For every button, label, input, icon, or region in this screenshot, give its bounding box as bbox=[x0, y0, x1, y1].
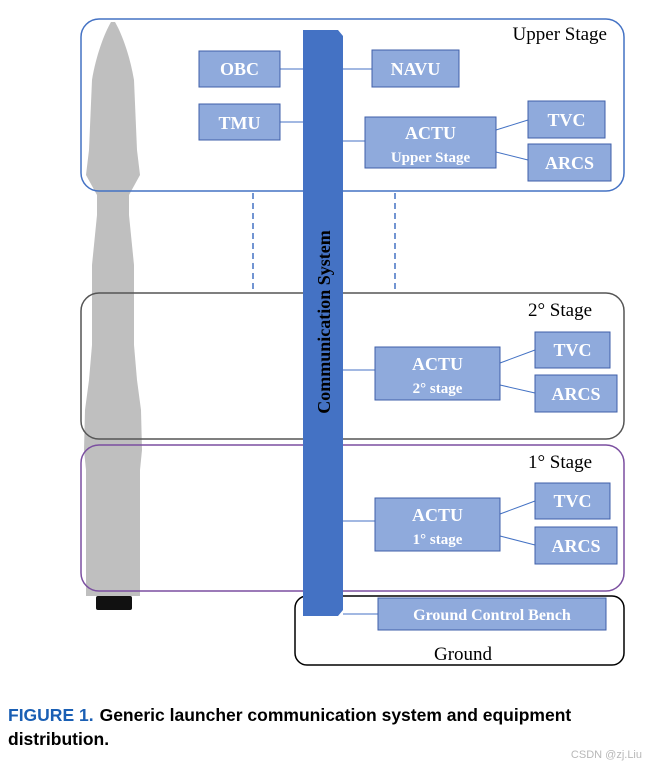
actu-second-stage-box: ACTU 2° stage bbox=[374, 346, 501, 401]
arcs-first-box: ARCS bbox=[534, 526, 618, 565]
arcs-upper-box: ARCS bbox=[527, 143, 612, 182]
svg-text:TMU: TMU bbox=[219, 113, 261, 133]
watermark: CSDN @zj.Liu bbox=[570, 749, 642, 761]
upper-stage-title: Upper Stage bbox=[513, 24, 607, 45]
svg-text:ACTU: ACTU bbox=[412, 354, 463, 374]
first-stage-title: 1° Stage bbox=[528, 452, 592, 473]
communication-system-label: Communication System bbox=[314, 230, 334, 414]
svg-text:ARCS: ARCS bbox=[551, 536, 600, 556]
ground-control-bench-box: Ground Control Bench bbox=[377, 597, 607, 631]
svg-text:Ground Control Bench: Ground Control Bench bbox=[413, 607, 571, 624]
svg-text:OBC: OBC bbox=[220, 59, 259, 79]
svg-text:2° stage: 2° stage bbox=[413, 381, 463, 397]
tvc-upper-box: TVC bbox=[527, 100, 606, 139]
svg-text:Upper Stage: Upper Stage bbox=[391, 150, 471, 166]
ground-box bbox=[294, 595, 625, 666]
ground-title: Ground bbox=[434, 644, 493, 665]
svg-text:ARCS: ARCS bbox=[551, 384, 600, 404]
svg-text:TVC: TVC bbox=[547, 110, 585, 130]
svg-text:TVC: TVC bbox=[553, 491, 591, 511]
actu-first-stage-box: ACTU 1° stage bbox=[374, 497, 501, 552]
tmu-box: TMU bbox=[198, 103, 281, 141]
launcher-communication-diagram: Upper Stage 2° Stage 1° Stage Ground Com… bbox=[80, 18, 625, 666]
navu-box: NAVU bbox=[371, 49, 460, 88]
svg-text:ARCS: ARCS bbox=[545, 153, 594, 173]
svg-text:TVC: TVC bbox=[553, 340, 591, 360]
tvc-first-box: TVC bbox=[534, 482, 611, 520]
figure-caption-text: Generic launcher communication system an… bbox=[8, 705, 572, 749]
svg-text:NAVU: NAVU bbox=[391, 59, 441, 79]
upper-stage-box bbox=[80, 18, 625, 192]
svg-text:1° stage: 1° stage bbox=[413, 532, 463, 548]
obc-box: OBC bbox=[198, 50, 281, 88]
arcs-second-box: ARCS bbox=[534, 374, 618, 413]
rocket-nozzle bbox=[96, 596, 132, 610]
second-stage-box bbox=[80, 292, 625, 440]
svg-text:ACTU: ACTU bbox=[405, 123, 456, 143]
figure-caption: FIGURE 1.Generic launcher communication … bbox=[8, 703, 644, 751]
first-stage-box bbox=[80, 444, 625, 592]
second-stage-title: 2° Stage bbox=[528, 300, 592, 321]
actu-upper-stage-box: ACTU Upper Stage bbox=[364, 116, 497, 169]
figure-label: FIGURE 1. bbox=[8, 705, 94, 725]
svg-text:ACTU: ACTU bbox=[412, 505, 463, 525]
rocket-silhouette bbox=[84, 22, 142, 610]
rocket-body bbox=[84, 22, 142, 596]
connector-lines bbox=[280, 68, 536, 615]
tvc-second-box: TVC bbox=[534, 331, 611, 369]
communication-system-bar bbox=[303, 30, 343, 616]
